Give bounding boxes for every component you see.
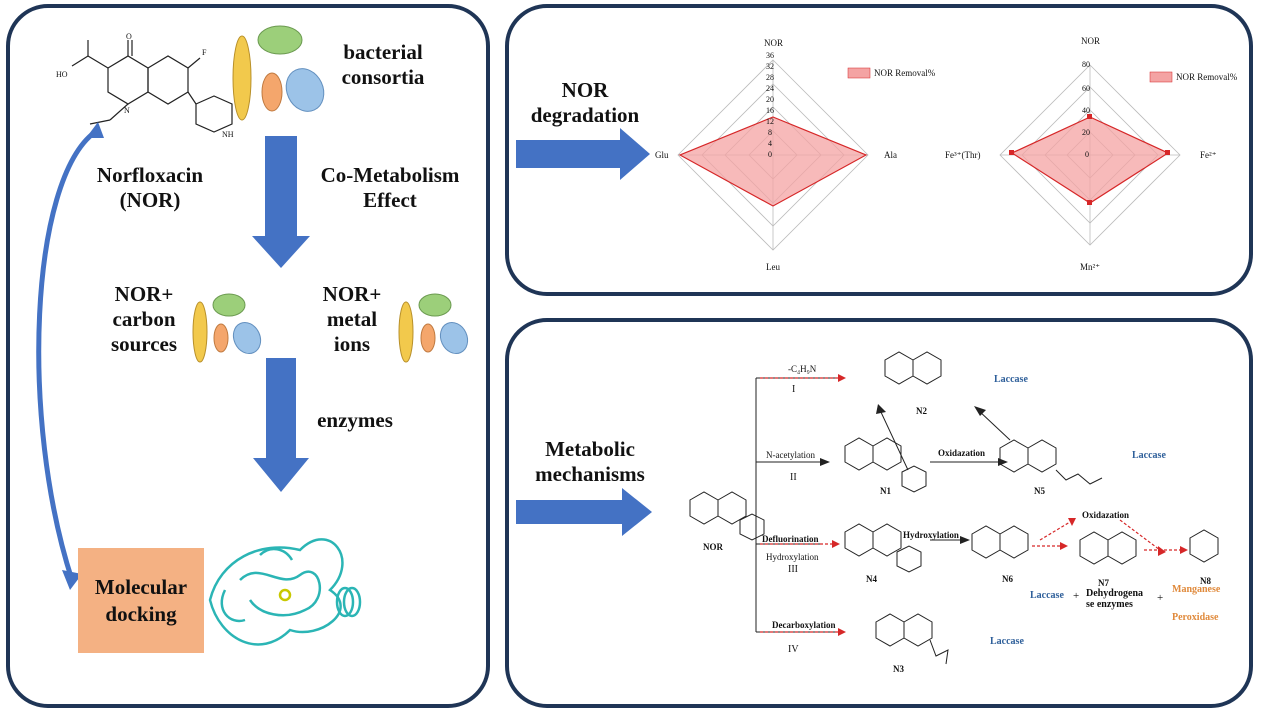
- radar2-bottom-label: Mn²⁺: [1080, 262, 1100, 272]
- reaction-decarboxylation: Decarboxylation: [772, 620, 836, 630]
- radar2-tick-0: 0: [1085, 150, 1089, 159]
- radar2-left-label: Fe³⁺(Thr): [945, 150, 981, 160]
- radar1-bottom-label: Leu: [766, 262, 780, 272]
- radar2-tick-1: 20: [1082, 128, 1090, 137]
- bacteria-cluster-carbon: [192, 293, 262, 363]
- radar2-legend: NOR Removal%: [1176, 72, 1238, 82]
- metal-ions-label: NOR+ metal ions: [322, 282, 382, 356]
- reaction-defluorination: Defluorination: [762, 534, 819, 544]
- enzyme-laccase-2: Laccase: [1132, 450, 1166, 461]
- radar2-tick-2: 40: [1082, 106, 1090, 115]
- arrow-down-2: [253, 358, 309, 492]
- reaction-hydroxylation-1: Hydroxylation: [766, 552, 819, 562]
- molecular-docking-box: Molecular docking: [78, 548, 204, 653]
- enzyme-laccase-3: Laccase: [1030, 590, 1064, 601]
- reaction-n-acetylation: N-acetylation: [766, 450, 815, 460]
- node-nor: NOR: [703, 542, 723, 552]
- co-metabolism-label: Co-Metabolism Effect: [320, 163, 460, 212]
- node-n8: N8: [1200, 576, 1211, 586]
- degradation-arrow: [516, 128, 650, 180]
- radar1-tick-1: 4: [768, 139, 772, 148]
- radar1-series: [678, 116, 868, 207]
- radar1-tick-3: 12: [766, 117, 774, 126]
- radar2-right-label: Fe²⁺: [1200, 150, 1217, 160]
- atom-nh: NH: [222, 130, 234, 139]
- radar2-tick-3: 60: [1082, 84, 1090, 93]
- radar2-tick-4: 80: [1082, 60, 1090, 69]
- bacteria-cluster-metal: [398, 293, 469, 363]
- node-n3: N3: [893, 664, 904, 674]
- path-ii: II: [790, 472, 797, 483]
- node-n6: N6: [1002, 574, 1013, 584]
- carbon-sources-label: NOR+ carbon sources: [110, 282, 178, 356]
- enzyme-dehydrogenase: Dehydrogena se enzymes: [1086, 588, 1144, 610]
- path-i: I: [792, 384, 796, 395]
- radar1-tick-2: 8: [768, 128, 772, 137]
- atom-ho: HO: [56, 70, 68, 79]
- radar1-tick-8: 32: [766, 62, 774, 71]
- radar1-top-label: NOR: [764, 38, 784, 48]
- node-n5: N5: [1034, 486, 1045, 496]
- radar1-tick-0: 0: [768, 150, 772, 159]
- enzymes-label: enzymes: [317, 408, 393, 432]
- node-n1: N1: [880, 486, 891, 496]
- enzyme-manganese: Manganese: [1172, 584, 1221, 595]
- compound-name: Norfloxacin(NOR): [96, 163, 204, 212]
- curved-arrow: [36, 129, 97, 581]
- reaction-oxidazation-1: Oxidazation: [938, 448, 986, 458]
- mechanisms-label: Metabolic mechanisms: [535, 437, 645, 486]
- plus-2: +: [1157, 592, 1164, 604]
- radar1-right-label: Ala: [884, 150, 897, 160]
- radar1-tick-7: 28: [766, 73, 774, 82]
- enzyme-peroxidase: Peroxidase: [1172, 612, 1219, 623]
- atom-f: F: [202, 48, 207, 57]
- bacteria-cluster-top: [232, 25, 325, 121]
- consortia-label: bacterial consortia: [341, 40, 425, 89]
- atom-o: O: [126, 32, 132, 41]
- radar2-top-label: NOR: [1081, 36, 1101, 46]
- node-n4: N4: [866, 574, 877, 584]
- degradation-label: NOR degradation: [530, 78, 640, 127]
- arrow-down-1: [252, 136, 310, 268]
- mechanisms-arrow: [516, 488, 652, 536]
- enzyme-laccase-4: Laccase: [990, 636, 1024, 647]
- radar1-tick-5: 20: [766, 95, 774, 104]
- node-n2: N2: [916, 406, 927, 416]
- radar1-tick-9: 36: [766, 51, 774, 60]
- radar1-left-label: Glu: [655, 150, 669, 160]
- reaction-hydroxylation-2: Hydroxylation: [903, 530, 959, 540]
- radar1-tick-4: 16: [766, 106, 774, 115]
- enzyme-laccase-1: Laccase: [994, 374, 1028, 385]
- protein-structure: [208, 538, 362, 646]
- reaction-oxidazation-2: Oxidazation: [1082, 510, 1130, 520]
- node-n7: N7: [1098, 578, 1109, 588]
- reaction-c4h9n: -C₄H₉N: [788, 364, 817, 374]
- norfloxacin-structure: [71, 40, 233, 133]
- atom-n-ring: N: [124, 106, 130, 115]
- plus-1: +: [1073, 590, 1080, 602]
- radar1-tick-6: 24: [766, 84, 774, 93]
- path-iii: III: [788, 564, 798, 575]
- path-iv: IV: [788, 644, 799, 655]
- radar1-legend: NOR Removal%: [874, 68, 936, 78]
